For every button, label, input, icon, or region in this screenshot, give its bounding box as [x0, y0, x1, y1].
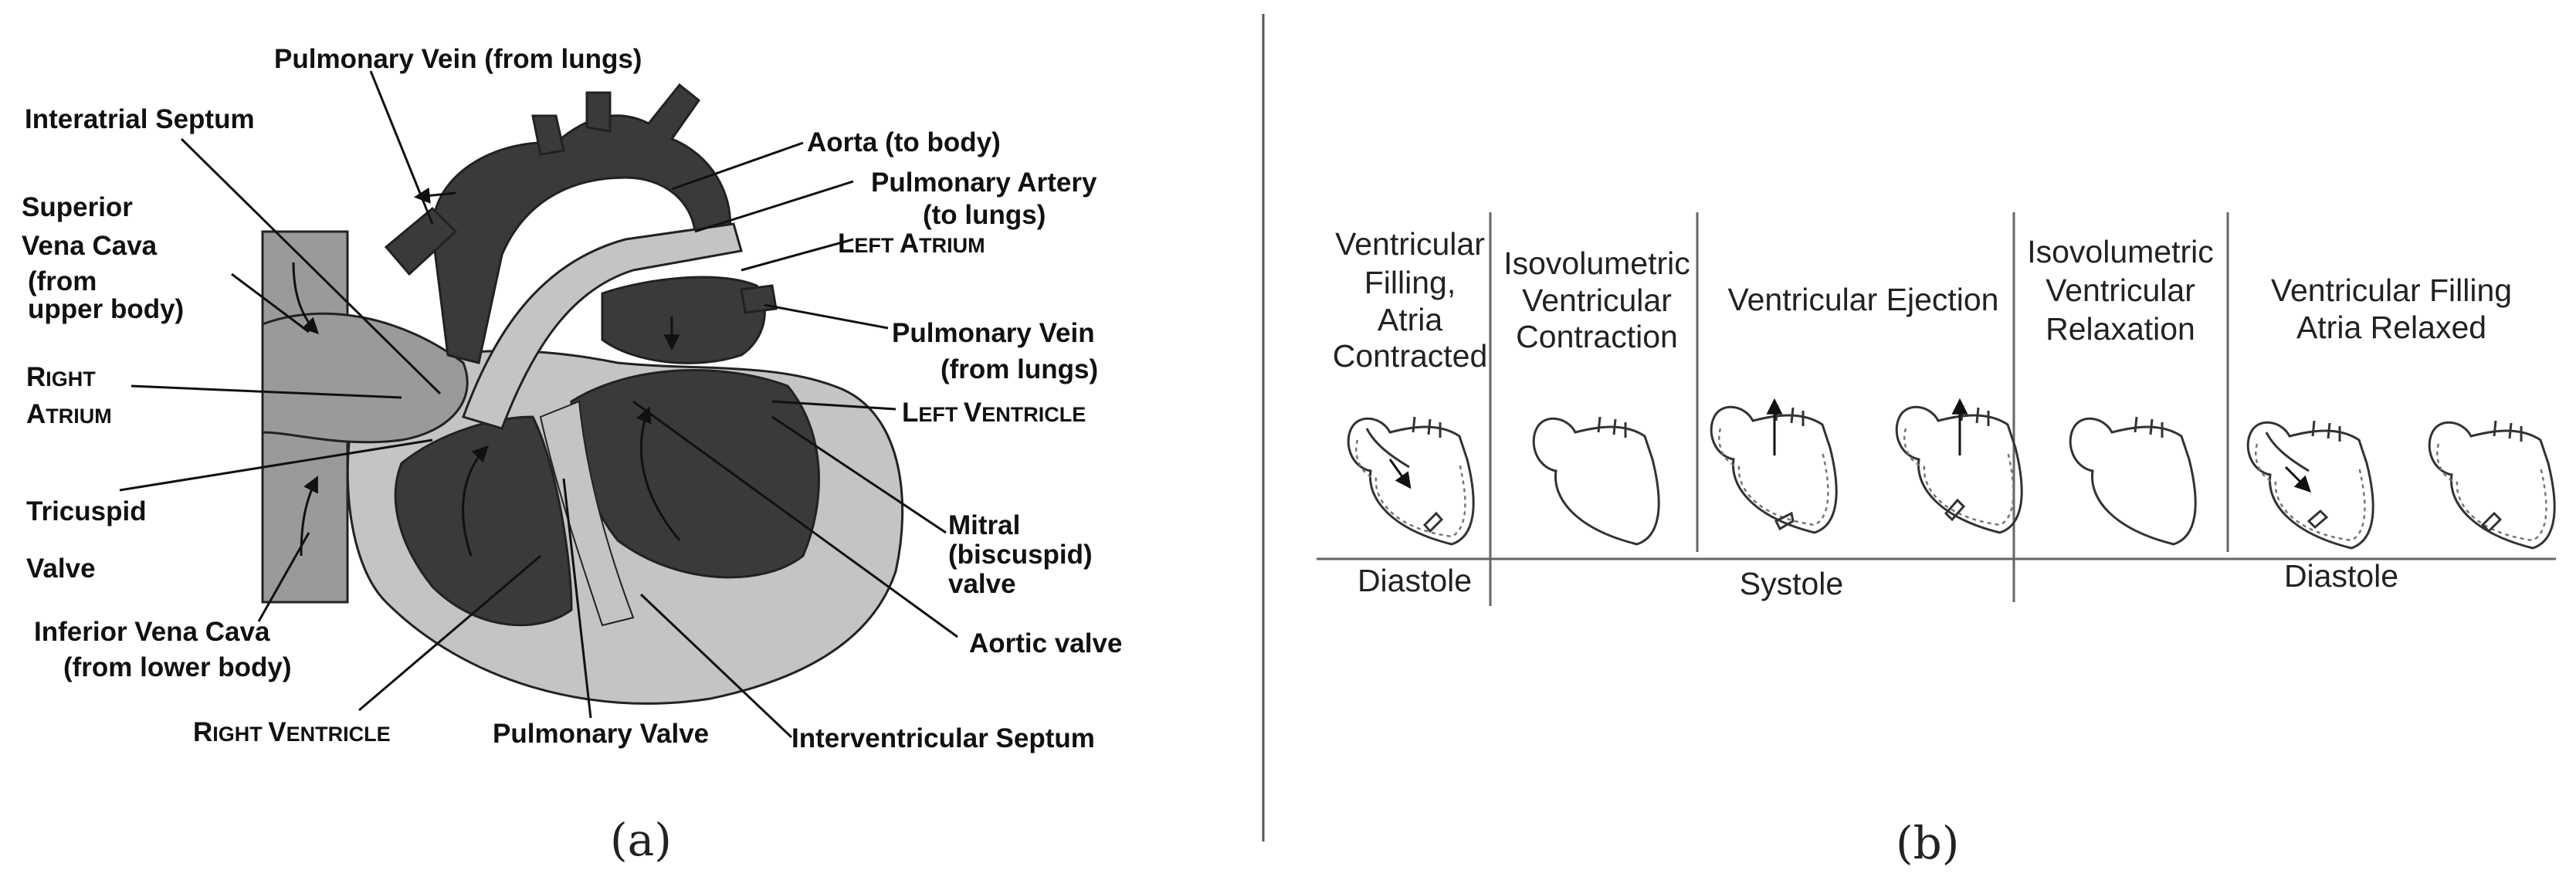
label-pulmonary-vein-right: Pulmonary Vein (from lungs) [892, 318, 1098, 384]
interventricular-septum-shape [539, 400, 635, 627]
heart-sketch-2 [1532, 415, 1660, 546]
svg-text:Contraction: Contraction [1516, 319, 1678, 354]
svg-text:Valve: Valve [26, 554, 96, 584]
aorta-shape [431, 83, 732, 364]
heart-anatomy-panel: Pulmonary Vein (from lungs) Interatrial … [22, 44, 1122, 866]
svg-text:(biscuspid): (biscuspid) [948, 540, 1093, 570]
pulmonary-artery-shape [462, 222, 743, 430]
cardiac-cycle-panel: Ventricular Filling, Atria Contracted Is… [1317, 212, 2556, 869]
svg-text:(from lower body): (from lower body) [63, 652, 292, 682]
svg-text:Ventricular: Ventricular [1522, 283, 1672, 318]
phase-isovolumetric-contraction: Isovolumetric Ventricular Contraction [1503, 245, 1690, 354]
heart-sketch-3 [1710, 398, 1838, 534]
pulmonary-vein-left-shape [384, 206, 458, 276]
phase-ventricular-filling-atria-contracted: Ventricular Filling, Atria Contracted [1333, 226, 1488, 374]
caption-b: (b) [1896, 817, 1959, 869]
svg-text:Contracted: Contracted [1333, 338, 1488, 374]
svg-text:Pulmonary Vein: Pulmonary Vein [892, 318, 1095, 348]
label-left-ventricle: LEFT VENTRICLE [902, 398, 1086, 428]
label-pulmonary-vein-top: Pulmonary Vein (from lungs) [274, 44, 642, 74]
label-inferior-vena-cava: Inferior Vena Cava (from lower body) [34, 617, 292, 682]
heart-sketch-6 [2246, 419, 2374, 550]
phase-isovolumetric-relaxation: Isovolumetric Ventricular Relaxation [2027, 234, 2214, 347]
label-mitral-valve: Mitral (biscuspid) valve [948, 510, 1093, 599]
label-interventricular-septum: Interventricular Septum [791, 723, 1095, 753]
svg-text:Isovolumetric: Isovolumetric [2027, 234, 2214, 269]
svg-text:Filling,: Filling, [1364, 265, 1456, 300]
svg-text:Relaxation: Relaxation [2046, 311, 2195, 347]
svg-text:(from: (from [28, 266, 97, 296]
label-aortic-valve: Aortic valve [969, 628, 1122, 658]
svg-text:upper body): upper body) [28, 294, 184, 324]
svg-text:Pulmonary Artery: Pulmonary Artery [871, 168, 1097, 198]
label-aorta: Aorta (to body) [807, 127, 1001, 157]
heart-sketch-7 [2428, 419, 2556, 550]
heart-sketch-1 [1347, 415, 1475, 546]
svg-text:ATRIUM: ATRIUM [26, 399, 112, 429]
svg-text:Ventricular Ejection: Ventricular Ejection [1728, 282, 1999, 317]
label-pulmonary-valve: Pulmonary Valve [493, 719, 709, 749]
svg-text:valve: valve [948, 569, 1016, 599]
label-tricuspid-valve: Tricuspid Valve [26, 496, 147, 584]
phase-ventricular-filling-atria-relaxed: Ventricular Filling Atria Relaxed [2271, 273, 2512, 345]
heart-sketch-4 [1895, 398, 2023, 534]
svg-text:(to lungs): (to lungs) [923, 200, 1046, 230]
svg-text:Ventricular: Ventricular [1335, 226, 1485, 262]
label-pulmonary-artery: Pulmonary Artery (to lungs) [871, 168, 1097, 230]
svg-text:Mitral: Mitral [948, 510, 1020, 540]
aortic-branch-2 [585, 91, 612, 133]
timeline-diastole-left: Diastole [1357, 563, 1472, 598]
anatomy-leader-lines [119, 70, 958, 739]
label-left-atrium: LEFT ATRIUM [838, 229, 985, 259]
heart-illustration [261, 83, 904, 705]
svg-text:(from lungs): (from lungs) [941, 354, 1098, 384]
label-interatrial-septum: Interatrial Septum [25, 104, 255, 134]
svg-text:Inferior Vena Cava: Inferior Vena Cava [34, 617, 270, 647]
phase-ventricular-ejection: Ventricular Ejection [1728, 282, 1999, 317]
label-superior-vena-cava: Superior Vena Cava (from upper body) [22, 192, 184, 324]
label-right-atrium: RIGHT ATRIUM [26, 362, 112, 429]
pulmonary-vein-right-shape [740, 284, 778, 314]
svg-text:RIGHT: RIGHT [26, 362, 96, 392]
svg-text:Ventricular Filling: Ventricular Filling [2271, 273, 2512, 308]
timeline-diastole-right: Diastole [2284, 558, 2398, 594]
svg-text:Ventricular: Ventricular [2046, 273, 2195, 308]
svg-text:Isovolumetric: Isovolumetric [1503, 245, 1690, 281]
svg-text:Atria: Atria [1378, 302, 1443, 337]
svg-text:Superior: Superior [22, 192, 133, 222]
caption-a: (a) [610, 814, 672, 866]
right-atrium-shape [261, 312, 469, 444]
svg-text:Vena Cava: Vena Cava [22, 231, 158, 261]
svg-text:Tricuspid: Tricuspid [26, 496, 147, 526]
svg-text:Atria Relaxed: Atria Relaxed [2296, 310, 2486, 345]
timeline-systole: Systole [1740, 566, 1843, 601]
heart-sketch-5 [2069, 415, 2197, 546]
aortic-branch-1 [531, 114, 565, 156]
label-right-ventricle: RIGHT VENTRICLE [193, 717, 391, 747]
left-atrium-shape [601, 276, 766, 364]
